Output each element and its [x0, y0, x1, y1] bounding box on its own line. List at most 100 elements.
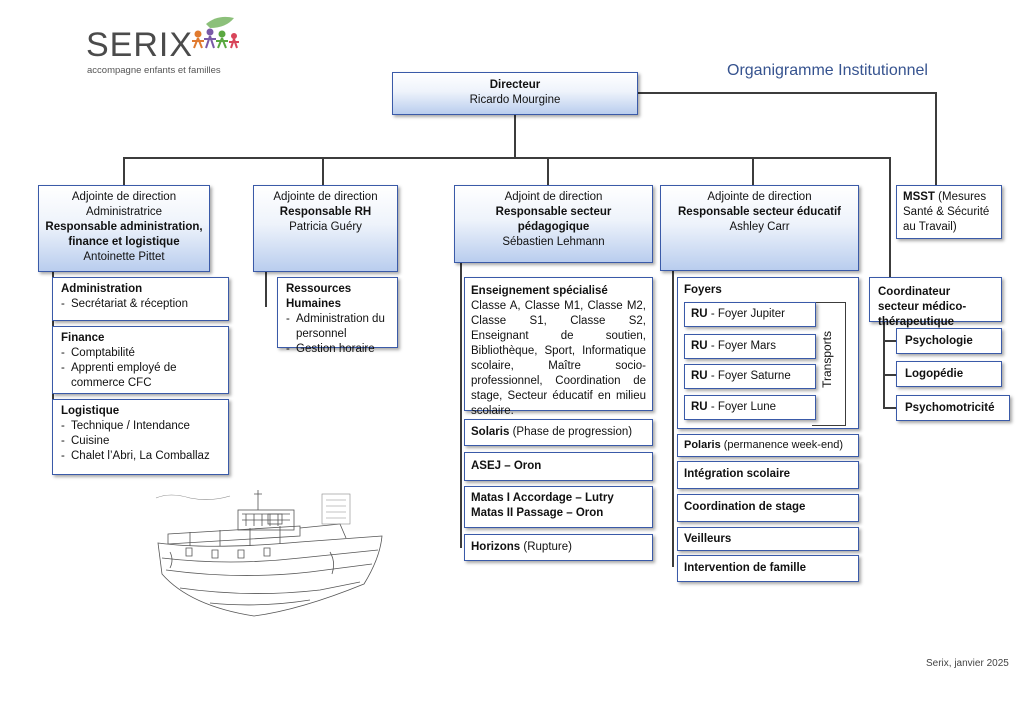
list-item: Cuisine — [61, 434, 220, 449]
integration-box: Intégration scolaire — [677, 461, 859, 489]
connector — [637, 92, 936, 94]
veilleurs-box: Veilleurs — [677, 527, 859, 551]
rh-box: Ressources Humaines Administration du pe… — [277, 277, 398, 357]
administration-title: Administration — [61, 283, 143, 295]
asej-box: ASEJ – Oron — [464, 452, 653, 481]
foyer-label: - Foyer Jupiter — [710, 308, 785, 320]
connector — [883, 340, 896, 342]
logistique-list: Technique / Intendance Cuisine Chalet l’… — [61, 419, 220, 464]
list-item: Administration du personnel — [286, 312, 389, 342]
msst-box: MSST (Mesures Santé & Sécurité au Travai… — [896, 185, 1002, 239]
adj-peda-resp: Responsable secteur pédagogique — [495, 206, 612, 233]
connector — [752, 157, 754, 185]
connector — [460, 263, 462, 548]
transports-label: Transports — [820, 331, 834, 388]
adj-edu-resp: Responsable secteur éducatif — [678, 206, 841, 218]
coordination-box: Coordination de stage — [677, 494, 859, 522]
foyer-ru: RU — [691, 340, 708, 352]
connector — [123, 157, 125, 185]
rh-title: Ressources Humaines — [286, 283, 352, 310]
adj-admin-role: Adjointe de direction — [71, 191, 177, 203]
connector — [883, 374, 896, 376]
connector — [547, 157, 549, 185]
director-role: Directeur — [489, 79, 541, 91]
finance-title: Finance — [61, 332, 105, 344]
foyer-label: - Foyer Mars — [710, 340, 776, 352]
foyer-ru: RU — [691, 401, 708, 413]
solaris-box: Solaris (Phase de progression) — [464, 419, 653, 446]
enseignement-title: Enseignement spécialisé — [471, 285, 608, 297]
foyer-item: RU - Foyer Jupiter — [684, 302, 816, 327]
foyer-item: RU - Foyer Saturne — [684, 364, 816, 389]
adj-admin-sub: Administratrice — [85, 206, 163, 218]
logistique-title: Logistique — [61, 405, 120, 417]
finance-box: Finance Comptabilité Apprenti employé de… — [52, 326, 229, 394]
matas-line1: Matas I Accordage – Lutry — [471, 492, 614, 504]
adj-admin-box: Adjointe de direction Administratrice Re… — [38, 185, 210, 272]
list-item: Secrétariat & réception — [61, 297, 220, 312]
logo: SERIX accompagne enfants et familles — [86, 14, 256, 76]
list-item: Technique / Intendance — [61, 419, 220, 434]
list-item: Apprenti employé de commerce CFC — [61, 361, 220, 391]
polaris-box: Polaris (permanence week-end) — [677, 434, 859, 457]
foyer-label: - Foyer Saturne — [710, 370, 791, 382]
logistique-box: Logistique Technique / Intendance Cuisin… — [52, 399, 229, 475]
logo-wordmark: SERIX — [86, 26, 194, 64]
administration-list: Secrétariat & réception — [61, 297, 220, 312]
list-item: Chalet l’Abri, La Comballaz — [61, 449, 220, 464]
footer-text: Serix, janvier 2025 — [926, 658, 1009, 669]
foyer-ru: RU — [691, 370, 708, 382]
intervention-box: Intervention de famille — [677, 555, 859, 582]
adj-admin-resp: Responsable administration, finance et l… — [45, 221, 203, 248]
msst-text: (Mesures Santé & Sécurité au Travail) — [903, 191, 990, 233]
director-box: Directeur Ricardo Mourgine — [392, 72, 638, 115]
foyers-title: Foyers — [684, 284, 722, 296]
foyer-ru: RU — [691, 308, 708, 320]
foyer-item: RU - Foyer Mars — [684, 334, 816, 359]
matas-line2: Matas II Passage – Oron — [471, 507, 604, 519]
solaris-title: Solaris — [471, 426, 510, 438]
enseignement-box: Enseignement spécialisé Classe A, Classe… — [464, 277, 653, 417]
director-name: Ricardo Mourgine — [469, 94, 561, 106]
adj-rh-box: Adjointe de direction Responsable RH Pat… — [253, 185, 398, 272]
connector — [514, 115, 516, 157]
page-title: Organigramme Institutionnel — [727, 62, 928, 79]
medico-item: Logopédie — [896, 361, 1002, 387]
adj-peda-role: Adjoint de direction — [504, 191, 603, 203]
horizons-text: (Rupture) — [523, 541, 572, 553]
adj-admin-name: Antoinette Pittet — [83, 251, 165, 263]
coordination-title: Coordination de stage — [684, 501, 806, 513]
logo-figures-icon — [192, 16, 239, 49]
connector — [672, 271, 674, 567]
boat-sketch-icon — [155, 490, 383, 617]
connector — [889, 157, 891, 277]
adj-edu-name: Ashley Carr — [729, 221, 790, 233]
adj-edu-box: Adjointe de direction Responsable secteu… — [660, 185, 859, 271]
veilleurs-title: Veilleurs — [684, 533, 732, 545]
connector — [883, 407, 896, 409]
polaris-title: Polaris — [684, 439, 721, 451]
coord-medico-box: Coordinateur secteur médico-thérapeutiqu… — [869, 277, 1002, 328]
connector — [123, 157, 890, 159]
medico-item: Psychomotricité — [896, 395, 1010, 421]
horizons-box: Horizons (Rupture) — [464, 534, 653, 561]
adj-peda-box: Adjoint de direction Responsable secteur… — [454, 185, 653, 263]
adj-peda-name: Sébastien Lehmann — [502, 236, 605, 248]
solaris-text: (Phase de progression) — [512, 426, 633, 438]
foyer-item: RU - Foyer Lune — [684, 395, 816, 420]
medico-item: Psychologie — [896, 328, 1002, 354]
adj-rh-role: Adjointe de direction — [273, 191, 378, 203]
integration-title: Intégration scolaire — [684, 468, 791, 480]
adj-rh-resp: Responsable RH — [279, 206, 372, 218]
coord-medico-title: Coordinateur secteur médico-thérapeutiqu… — [878, 286, 967, 328]
finance-list: Comptabilité Apprenti employé de commerc… — [61, 346, 220, 391]
logo-tagline: accompagne enfants et familles — [87, 65, 221, 76]
adj-edu-role: Adjointe de direction — [707, 191, 812, 203]
connector — [935, 92, 937, 185]
medico-label: Logopédie — [905, 368, 964, 380]
polaris-text: (permanence week-end) — [723, 439, 843, 451]
matas-box: Matas I Accordage – Lutry Matas II Passa… — [464, 486, 653, 528]
list-item: Comptabilité — [61, 346, 220, 361]
medico-label: Psychomotricité — [905, 402, 995, 414]
msst-title: MSST — [903, 191, 935, 203]
